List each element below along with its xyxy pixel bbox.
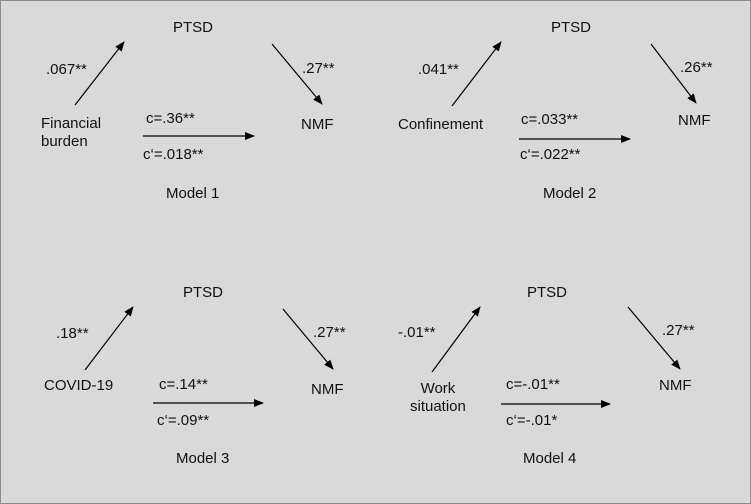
model2-path-a-arrow bbox=[451, 41, 502, 107]
model3-outcome-label: NMF bbox=[311, 381, 344, 398]
model3-mediator-label: PTSD bbox=[183, 284, 224, 301]
model1-path-b-arrow bbox=[271, 43, 323, 105]
model3-path-a-coefficient: .18** bbox=[56, 325, 89, 342]
model3-path-b-arrow bbox=[282, 308, 334, 370]
model1-path-a-coefficient: .067** bbox=[46, 61, 87, 78]
model4-predictor-label: Work situation bbox=[410, 380, 466, 415]
model3-predictor-label: COVID-19 bbox=[44, 377, 114, 394]
model4-outcome-label: NMF bbox=[659, 377, 692, 394]
model3-path-b-coefficient: .27** bbox=[313, 324, 346, 341]
model2-path-b-arrow bbox=[650, 43, 697, 104]
model2-path-a-coefficient: .041** bbox=[418, 61, 459, 78]
model1-outcome-label: NMF bbox=[301, 116, 334, 133]
model3-title: Model 3 bbox=[176, 450, 230, 467]
model1-path-a-arrow bbox=[74, 41, 125, 106]
model3-total-effect-label: c=.14** bbox=[159, 376, 208, 393]
model2-total-effect-label: c=.033** bbox=[521, 111, 579, 128]
model2-direct-effect-label: c‘=.022** bbox=[520, 146, 581, 163]
model1-title: Model 1 bbox=[166, 185, 220, 202]
model2-title: Model 2 bbox=[543, 185, 597, 202]
model4-path-a-coefficient: -.01** bbox=[398, 324, 436, 341]
model4-total-effect-label: c=-.01** bbox=[506, 376, 560, 393]
model4-path-a-arrow bbox=[431, 306, 481, 373]
model3-path-a-arrow bbox=[84, 306, 134, 371]
model4-path-b-coefficient: .27** bbox=[662, 322, 695, 339]
model4-mediator-label: PTSD bbox=[527, 284, 568, 301]
model2-mediator-label: PTSD bbox=[551, 19, 592, 36]
model3-direct-effect-label: c‘=.09** bbox=[157, 412, 210, 429]
model1-direct-effect-label: c‘=.018** bbox=[143, 146, 204, 163]
model4-title: Model 4 bbox=[523, 450, 577, 467]
model4-direct-effect-label: c‘=-.01* bbox=[506, 412, 558, 429]
model1-mediator-label: PTSD bbox=[173, 19, 214, 36]
model1-path-b-coefficient: .27** bbox=[302, 60, 335, 77]
model2-outcome-label: NMF bbox=[678, 112, 711, 129]
model2-path-b-coefficient: .26** bbox=[680, 59, 713, 76]
model1-total-effect-label: c=.36** bbox=[146, 110, 195, 127]
model4-path-b-arrow bbox=[627, 306, 681, 370]
model1-predictor-label: Financial burden bbox=[41, 115, 102, 150]
model2-predictor-label: Confinement bbox=[398, 116, 484, 133]
